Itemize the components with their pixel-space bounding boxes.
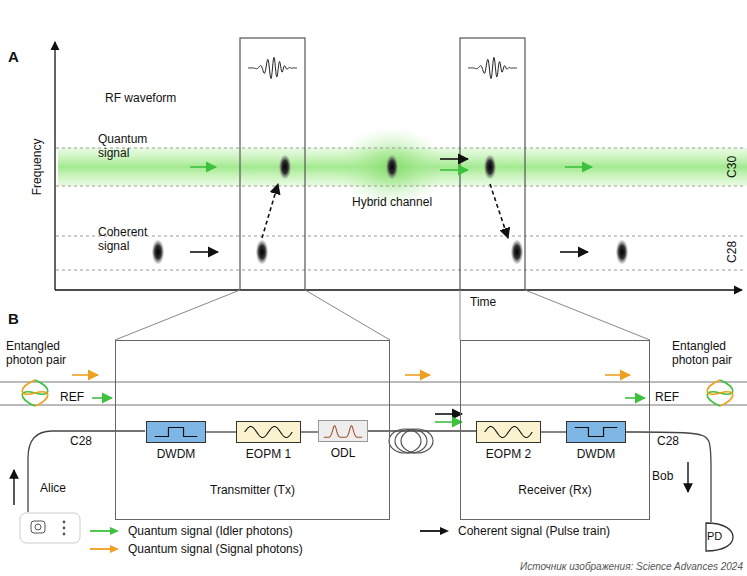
odl-body bbox=[318, 420, 368, 442]
entangled-symbols bbox=[22, 380, 733, 406]
alice-arrow bbox=[13, 470, 14, 505]
annotation: Bob bbox=[652, 470, 673, 484]
fiber-spool bbox=[389, 429, 433, 453]
ref-fiber bbox=[0, 404, 747, 405]
bob-arrow bbox=[687, 462, 688, 492]
annotation: RF waveform bbox=[105, 92, 176, 106]
annotation: Entangled photon pair bbox=[672, 340, 744, 368]
eopm-body bbox=[236, 421, 301, 443]
annotation: Alice bbox=[40, 482, 66, 496]
annotation: REF bbox=[655, 391, 679, 405]
annotation: Entangled photon pair bbox=[6, 340, 76, 368]
dwdm-body bbox=[566, 421, 626, 443]
legend-arrow bbox=[90, 526, 120, 536]
fiber-connector bbox=[301, 431, 318, 432]
legend-entry: Quantum signal (Idler photons) bbox=[90, 524, 293, 538]
annotation: Time bbox=[470, 296, 496, 310]
fiber-connector bbox=[626, 432, 711, 522]
annotation: Quantum signal bbox=[98, 133, 156, 161]
component-box: EOPM 2 bbox=[476, 421, 541, 461]
tx-window bbox=[240, 38, 305, 290]
photodetector: PD bbox=[703, 522, 735, 552]
panel-letter: A bbox=[8, 48, 19, 65]
component-label: EOPM 2 bbox=[486, 447, 531, 461]
source-note: Источник изображения: Science Advances 2… bbox=[520, 561, 743, 573]
pulse bbox=[616, 240, 628, 264]
alice-fiber bbox=[28, 431, 145, 512]
symbol bbox=[319, 421, 367, 441]
legend-text: Quantum signal (Idler photons) bbox=[128, 524, 293, 538]
fiber-connector bbox=[541, 431, 566, 432]
rf-waveforms bbox=[248, 57, 517, 78]
pulse bbox=[511, 240, 523, 264]
pulse bbox=[386, 155, 398, 179]
overlay-button bbox=[20, 513, 80, 543]
legend-arrow bbox=[420, 526, 450, 536]
legend-arrow bbox=[90, 544, 120, 554]
annotation: C30 bbox=[726, 156, 740, 178]
annotation: C28 bbox=[726, 241, 740, 263]
component-box: EOPM 1 bbox=[236, 421, 301, 461]
module-box: Receiver (Rx) EOPM 2 DWDM bbox=[460, 340, 650, 520]
annotation: Coherent signal bbox=[98, 226, 160, 254]
fiber-connector bbox=[206, 431, 236, 432]
legend-text: Coherent signal (Pulse train) bbox=[458, 524, 610, 538]
signal-arrows bbox=[190, 159, 592, 252]
time-axis bbox=[55, 289, 742, 290]
component-label: DWDM bbox=[157, 447, 196, 461]
component-label: EOPM 1 bbox=[246, 447, 291, 461]
component-label: DWDM bbox=[577, 447, 616, 461]
component-box: DWDM bbox=[146, 421, 206, 461]
annotation: REF bbox=[60, 391, 84, 405]
rx-window bbox=[460, 38, 525, 290]
pulse bbox=[256, 240, 268, 264]
annotation: Hybrid channel bbox=[352, 196, 432, 210]
detector-shape: PD bbox=[703, 522, 735, 552]
signal-fiber bbox=[0, 381, 747, 382]
module-title: Transmitter (Tx) bbox=[116, 483, 389, 497]
pulse bbox=[279, 155, 291, 179]
eopm-body bbox=[476, 421, 541, 443]
annotation: Frequency bbox=[31, 139, 45, 196]
channel-lines bbox=[56, 148, 745, 270]
symbol bbox=[147, 422, 205, 442]
annotation: C28 bbox=[70, 435, 92, 449]
detector-label: PD bbox=[707, 530, 722, 542]
legend-entry: Quantum signal (Signal photons) bbox=[90, 542, 303, 556]
dwdm-body bbox=[146, 421, 206, 443]
symbol bbox=[237, 422, 300, 442]
legend-entry: Coherent signal (Pulse train) bbox=[420, 524, 610, 538]
pulse bbox=[484, 155, 496, 179]
annotation: C28 bbox=[657, 435, 679, 449]
zoom-lines bbox=[115, 290, 650, 340]
frequency-axis bbox=[54, 42, 55, 290]
symbol bbox=[567, 422, 625, 442]
component-box: DWDM bbox=[566, 421, 626, 461]
legend-text: Quantum signal (Signal photons) bbox=[128, 542, 303, 556]
symbol bbox=[477, 422, 540, 442]
hybrid-glow bbox=[337, 127, 447, 207]
component-label: ODL bbox=[331, 446, 356, 460]
component-box: ODL bbox=[318, 420, 368, 460]
panel-letter: B bbox=[8, 310, 19, 327]
pulses bbox=[152, 155, 628, 264]
module-title: Receiver (Rx) bbox=[461, 483, 649, 497]
pulse bbox=[152, 240, 164, 264]
fiber-arrows bbox=[72, 375, 645, 422]
